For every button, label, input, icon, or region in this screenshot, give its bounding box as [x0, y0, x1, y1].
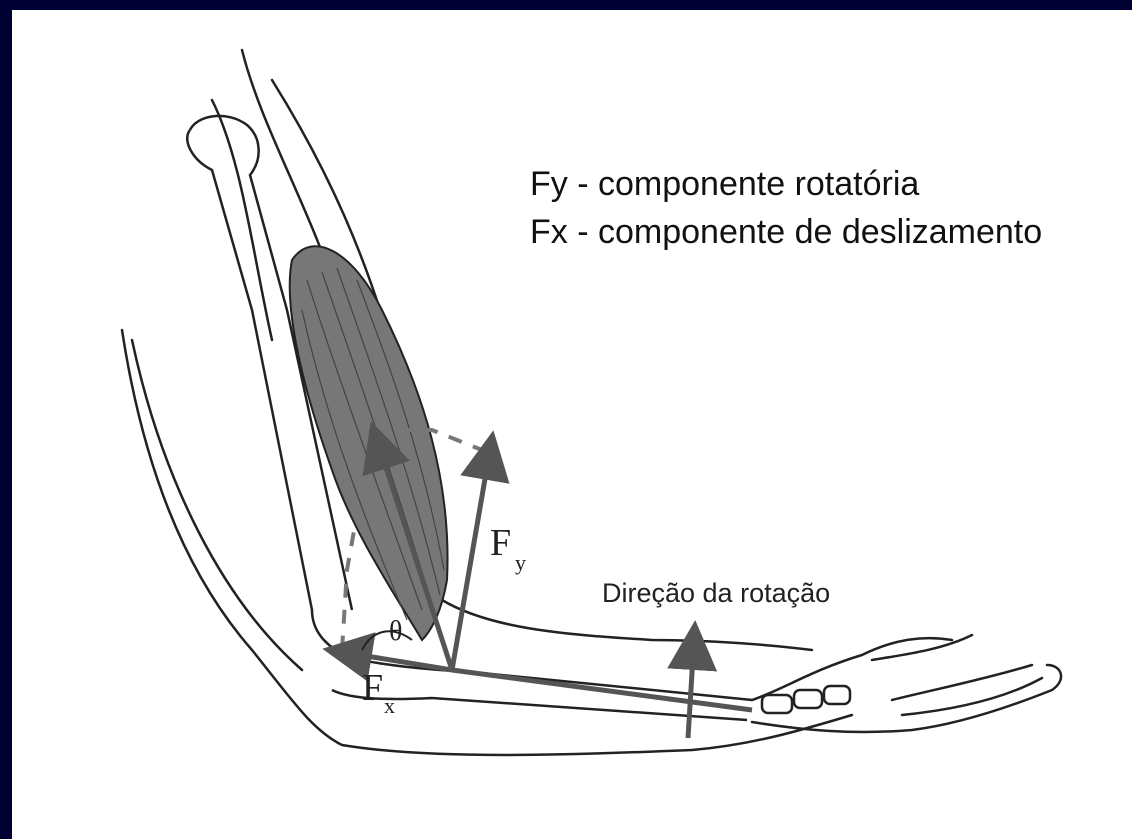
- fy-label: F: [490, 522, 511, 564]
- fx-subscript: x: [384, 693, 395, 718]
- diagram-canvas: F y F x θ Direção da rotação Fy - compon…: [12, 10, 1132, 839]
- theta-label: θ: [389, 616, 402, 647]
- fy-subscript: y: [515, 550, 526, 575]
- legend-fy: Fy - componente rotatória: [530, 160, 1042, 208]
- rotation-label: Direção da rotação: [602, 578, 830, 608]
- fy-vector: [452, 450, 490, 670]
- legend: Fy - componente rotatória Fx - component…: [530, 160, 1042, 256]
- rotation-arrow: [688, 640, 694, 738]
- legend-fx: Fx - componente de deslizamento: [530, 208, 1042, 256]
- theta-arc: [362, 631, 412, 650]
- fx-vector: [342, 652, 452, 670]
- arm-outline: [122, 50, 852, 755]
- fx-label: F: [362, 667, 383, 709]
- forearm-lever-line: [452, 670, 752, 710]
- arm-diagram: F y F x θ Direção da rotação: [12, 10, 1132, 839]
